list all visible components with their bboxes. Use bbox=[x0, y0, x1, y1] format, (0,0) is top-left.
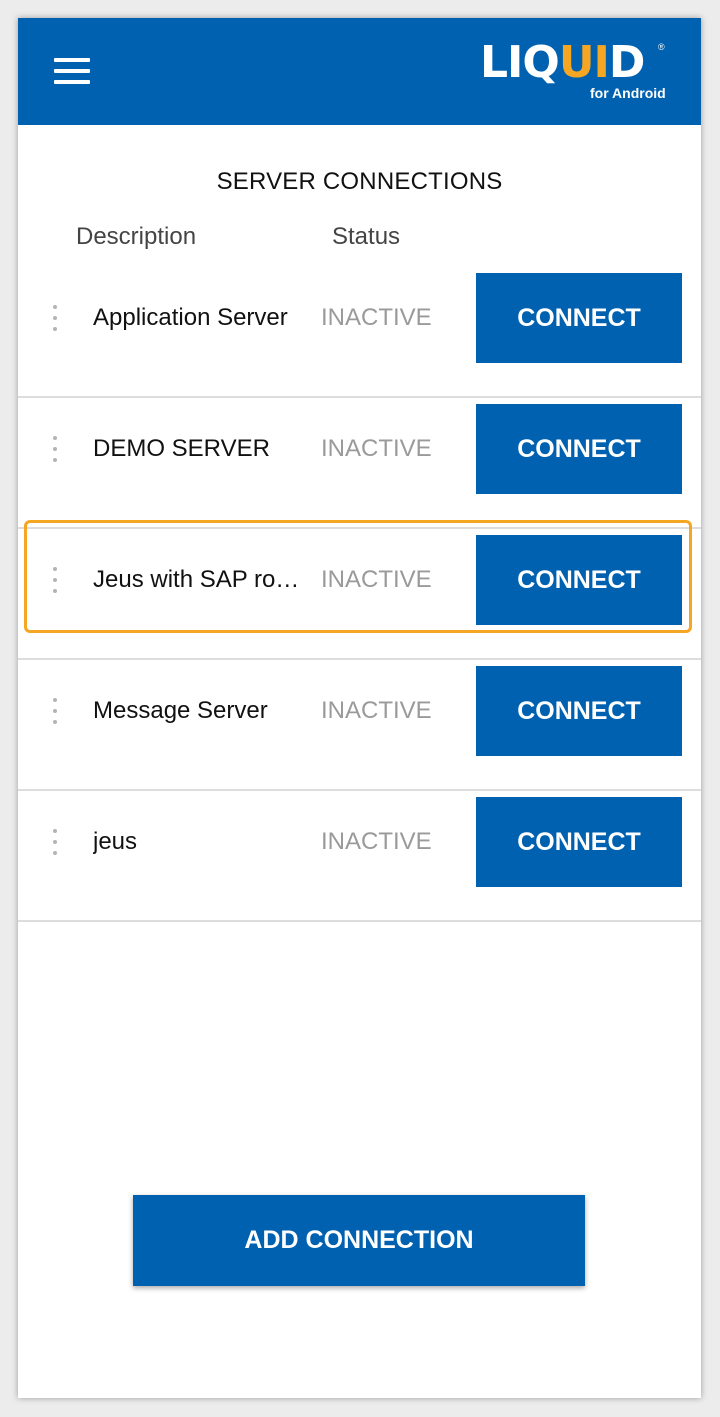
logo-text-part: LIQ bbox=[480, 37, 560, 88]
connection-description: Jeus with SAP ro… bbox=[93, 566, 300, 593]
more-vert-icon[interactable] bbox=[48, 829, 62, 857]
connection-row[interactable]: Application Server INACTIVE CONNECT bbox=[18, 266, 701, 398]
connection-row[interactable]: jeus INACTIVE CONNECT bbox=[18, 790, 701, 922]
app-screen: LIQUID ® for Android SERVER CONNECTIONS … bbox=[18, 18, 701, 1398]
connection-description: Application Server bbox=[93, 304, 288, 331]
connect-button[interactable]: CONNECT bbox=[476, 666, 682, 756]
connect-button[interactable]: CONNECT bbox=[476, 404, 682, 494]
logo-text-accent: UI bbox=[558, 37, 610, 88]
logo-wordmark: LIQUID bbox=[480, 37, 646, 88]
connection-status: INACTIVE bbox=[321, 304, 432, 331]
connect-button[interactable]: CONNECT bbox=[476, 797, 682, 887]
more-vert-icon[interactable] bbox=[48, 436, 62, 464]
hamburger-menu-icon[interactable] bbox=[54, 58, 90, 84]
connection-status: INACTIVE bbox=[321, 566, 432, 593]
connect-button[interactable]: CONNECT bbox=[476, 535, 682, 625]
connection-description: DEMO SERVER bbox=[93, 435, 270, 462]
connection-status: INACTIVE bbox=[321, 828, 432, 855]
connection-status: INACTIVE bbox=[321, 435, 432, 462]
column-header-description: Description bbox=[76, 223, 197, 250]
page-title: SERVER CONNECTIONS bbox=[216, 168, 503, 195]
logo-subtitle: for Android bbox=[590, 85, 666, 101]
more-vert-icon[interactable] bbox=[48, 567, 62, 595]
connect-button[interactable]: CONNECT bbox=[476, 273, 682, 363]
add-connection-button[interactable]: ADD CONNECTION bbox=[133, 1195, 585, 1286]
column-header-status: Status bbox=[332, 223, 401, 250]
liquid-logo: LIQUID ® for Android bbox=[480, 38, 670, 108]
connection-status: INACTIVE bbox=[321, 697, 432, 724]
logo-registered-mark: ® bbox=[658, 42, 665, 52]
more-vert-icon[interactable] bbox=[48, 698, 62, 726]
connection-description: jeus bbox=[93, 828, 138, 855]
app-bar: LIQUID ® for Android bbox=[18, 18, 701, 125]
more-vert-icon[interactable] bbox=[48, 305, 62, 333]
connection-description: Message Server bbox=[93, 697, 268, 724]
connection-row[interactable]: Jeus with SAP ro… INACTIVE CONNECT bbox=[18, 528, 701, 660]
connection-row[interactable]: Message Server INACTIVE CONNECT bbox=[18, 659, 701, 791]
logo-text-part: D bbox=[608, 37, 646, 88]
connection-row[interactable]: DEMO SERVER INACTIVE CONNECT bbox=[18, 397, 701, 529]
